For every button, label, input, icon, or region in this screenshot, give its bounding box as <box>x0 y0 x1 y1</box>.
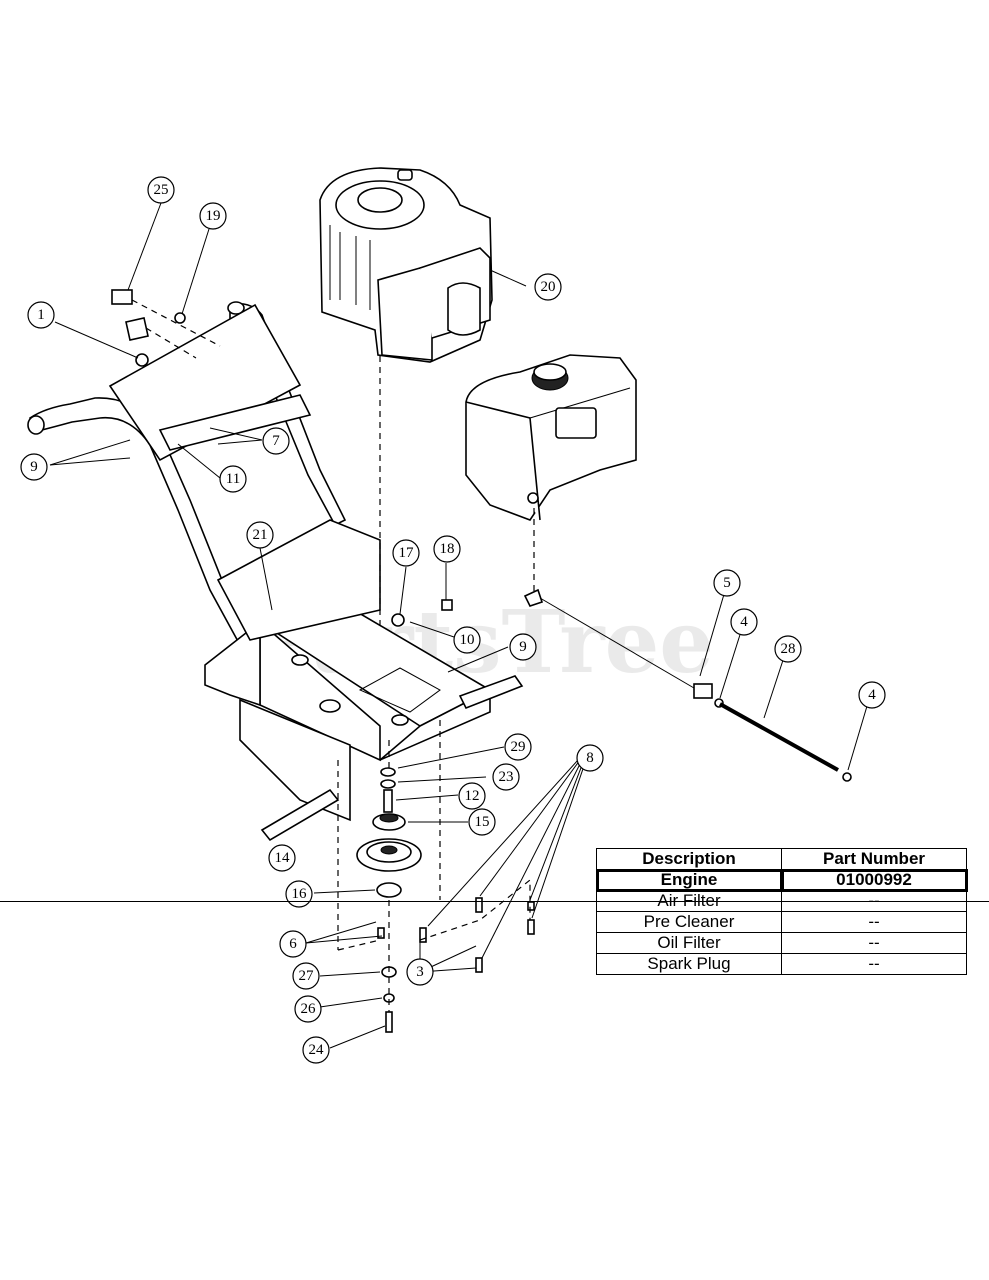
svg-text:28: 28 <box>781 641 796 657</box>
callout-29: 29 <box>504 733 532 761</box>
svg-text:18: 18 <box>440 541 455 557</box>
callout-16: 16 <box>285 880 313 908</box>
svg-text:4: 4 <box>868 687 876 703</box>
svg-text:24: 24 <box>309 1042 325 1058</box>
table-row[interactable]: Pre Cleaner -- <box>596 911 967 933</box>
callout-18: 18 <box>433 535 461 563</box>
row-part-number: -- <box>781 890 967 912</box>
callout-9-left: 9 <box>20 453 48 481</box>
svg-text:16: 16 <box>292 886 308 902</box>
callout-14: 14 <box>268 844 296 872</box>
callout-26: 26 <box>294 995 322 1023</box>
callout-15: 15 <box>468 808 496 836</box>
svg-text:23: 23 <box>499 769 514 785</box>
svg-text:21: 21 <box>253 527 268 543</box>
row-part-number: -- <box>781 932 967 954</box>
leader-lines <box>49 202 871 1049</box>
fuel-line[interactable] <box>539 597 839 772</box>
header-part-number: Part Number <box>781 848 967 870</box>
callout-28: 24 <box>302 1036 330 1064</box>
callout-27: 27 <box>292 962 320 990</box>
engine[interactable] <box>319 167 493 363</box>
svg-text:29: 29 <box>511 739 526 755</box>
callout-21: 21 <box>246 521 274 549</box>
row-description: Oil Filter <box>596 932 782 954</box>
svg-text:14: 14 <box>275 850 291 866</box>
callout-7: 7 <box>262 427 290 455</box>
callout-10: 10 <box>453 626 481 654</box>
table-row[interactable]: Oil Filter -- <box>596 932 967 954</box>
table-row-engine[interactable]: Engine 01000992 <box>595 868 968 892</box>
callout-3: 3 <box>406 958 434 986</box>
svg-text:25: 25 <box>154 182 169 198</box>
svg-text:7: 7 <box>272 433 280 449</box>
pulley-stack[interactable] <box>356 767 422 1033</box>
callout-25: 25 <box>147 176 175 204</box>
callout-4-right: 4 <box>858 681 886 709</box>
row-description: Engine <box>595 868 783 892</box>
svg-text:6: 6 <box>289 936 297 952</box>
callout-12: 12 <box>458 782 486 810</box>
callout-19: 19 <box>199 202 227 230</box>
callout-4-upper: 4 <box>730 608 758 636</box>
table-row[interactable]: Spark Plug -- <box>596 953 967 975</box>
svg-text:26: 26 <box>301 1001 317 1017</box>
svg-text:4: 4 <box>740 614 748 630</box>
row-description: Air Filter <box>596 890 782 912</box>
row-description: Spark Plug <box>596 953 782 975</box>
callout-6: 6 <box>279 930 307 958</box>
row-part-number: -- <box>781 953 967 975</box>
svg-text:20: 20 <box>541 279 556 295</box>
svg-text:11: 11 <box>226 471 240 487</box>
svg-text:8: 8 <box>586 750 594 766</box>
svg-text:17: 17 <box>399 545 415 561</box>
callout-20: 20 <box>534 273 562 301</box>
table-header-row: Description Part Number <box>596 848 967 870</box>
handle-frame[interactable] <box>27 301 347 647</box>
svg-text:9: 9 <box>30 459 38 475</box>
svg-text:12: 12 <box>465 788 480 804</box>
svg-text:27: 27 <box>299 968 315 984</box>
row-part-number: -- <box>781 911 967 933</box>
callout-9-right: 9 <box>509 633 537 661</box>
callout-8: 8 <box>576 744 604 772</box>
callout-5: 5 <box>713 569 741 597</box>
callout-17: 17 <box>392 539 420 567</box>
callout-11: 11 <box>219 465 247 493</box>
svg-text:10: 10 <box>460 632 475 648</box>
row-part-number[interactable]: 01000992 <box>780 868 968 892</box>
svg-text:3: 3 <box>416 964 424 980</box>
svg-text:5: 5 <box>723 575 731 591</box>
row-description: Pre Cleaner <box>596 911 782 933</box>
svg-text:1: 1 <box>37 307 45 323</box>
svg-text:9: 9 <box>519 639 527 655</box>
header-description: Description <box>596 848 782 870</box>
callout-24: 28 <box>774 635 802 663</box>
hardware[interactable] <box>111 289 852 973</box>
svg-text:19: 19 <box>206 208 221 224</box>
horizontal-rule <box>0 901 989 902</box>
callout-23: 23 <box>492 763 520 791</box>
svg-text:15: 15 <box>475 814 490 830</box>
fuel-tank[interactable] <box>465 354 637 521</box>
table-row[interactable]: Air Filter -- <box>596 890 967 912</box>
deck[interactable] <box>204 519 524 842</box>
callout-1: 1 <box>27 301 55 329</box>
parts-table: Description Part Number Engine 01000992 … <box>595 848 968 975</box>
